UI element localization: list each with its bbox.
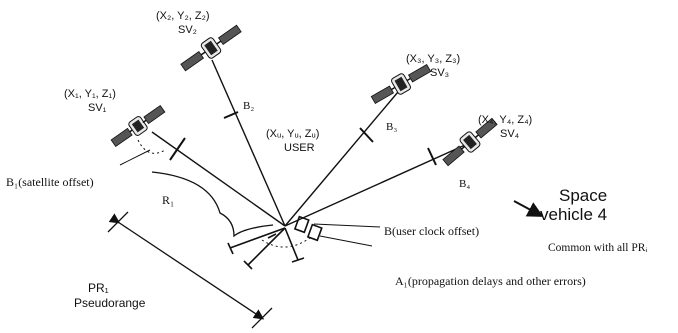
- range-line-sv3: [284, 91, 399, 227]
- space-vehicle-line2: vehicle 4: [540, 205, 607, 224]
- b2-tick-mark: [223, 111, 239, 119]
- pseudorange-symbol: PR₁: [88, 281, 109, 295]
- sv3-label: SV₃: [430, 67, 449, 79]
- range-lines: [151, 59, 466, 227]
- sv1-label: SV₁: [88, 102, 107, 114]
- b1-label: B₁(satellite offset): [6, 175, 94, 189]
- user-label: USER: [284, 142, 315, 154]
- b4-tick-mark: [427, 147, 437, 166]
- sv4-satellite-icon: [442, 117, 498, 167]
- r1-label: R₁: [162, 193, 174, 207]
- user-clock-leader: [313, 223, 381, 247]
- user-angle-arc: [261, 237, 311, 248]
- sv1-satellite-icon: [110, 104, 166, 148]
- sv2-label: SV₂: [178, 24, 197, 36]
- b4-label: B₄: [459, 178, 470, 190]
- range-line-sv1: [151, 131, 286, 227]
- sv3-coords: (X₃, Y₃, Z₃): [406, 53, 460, 65]
- range-line-sv2: [211, 59, 286, 227]
- range-line-sv4: [284, 144, 466, 227]
- sv3-satellite-icon: [370, 63, 432, 105]
- user-clock-offset-label: B(user clock offset): [384, 224, 479, 238]
- sv4-coords: (X₄, Y₄, Z₄): [478, 114, 532, 126]
- sv2-coords: (X₂, Y₂, Z₂): [156, 10, 210, 22]
- sv2-satellite-icon: [180, 24, 242, 72]
- sv4-label: SV₄: [500, 128, 520, 140]
- pseudorange-dimension: [107, 211, 273, 329]
- sv1-coords: (X₁, Y₁, Z₁): [64, 88, 116, 100]
- space-vehicle-line1: Space: [559, 186, 607, 205]
- b2-label: B₂: [243, 100, 254, 112]
- propagation-delays-label: A₁(propagation delays and other errors): [395, 274, 586, 288]
- common-arrow: [513, 200, 544, 217]
- sv1-angle-arc: [137, 139, 166, 154]
- b3-tick-mark: [359, 127, 374, 143]
- b3-label: B₃: [386, 121, 397, 133]
- user-coords: (Xᵤ, Yᵤ, Zᵤ): [266, 128, 319, 140]
- user-receiver-icon: [227, 215, 323, 270]
- bias-ticks: [169, 111, 437, 166]
- pseudorange-label: Pseudorange: [74, 296, 146, 310]
- angle-arcs: [137, 139, 311, 248]
- b1-tick-mark: [169, 137, 186, 161]
- common-with-all-label: Common with all PRᵢ: [548, 242, 647, 254]
- b1-leader: [119, 149, 151, 166]
